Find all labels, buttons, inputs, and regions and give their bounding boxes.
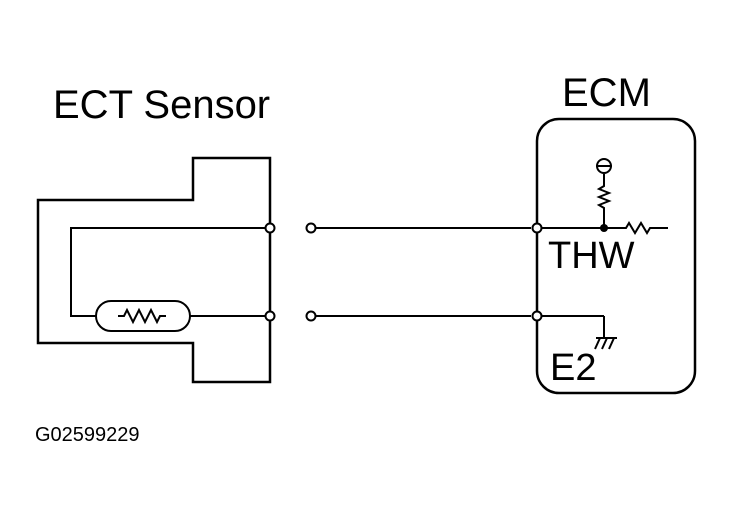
sensor-terminal-2: [264, 310, 276, 322]
sensor-title: ECT Sensor: [53, 83, 270, 127]
pin-label-thw: THW: [548, 235, 635, 277]
ecm-title: ECM: [562, 71, 651, 115]
ground-icon: [594, 337, 617, 350]
ecm-terminal-thw: [531, 222, 543, 234]
sensor-internal-wire-top: [70, 227, 270, 317]
connector-terminal-2: [305, 310, 317, 322]
pin-label-e2: E2: [550, 347, 596, 389]
sensor-terminal-1: [264, 222, 276, 234]
ecm-box: [535, 117, 697, 395]
thw-internal-resistor-icon: [620, 221, 668, 235]
sensor-housing: [36, 156, 272, 384]
thermistor-resistor-icon: [118, 307, 166, 325]
pullup-resistor-icon: [596, 174, 612, 212]
figure-code: G02599229: [35, 424, 140, 446]
ecm-terminal-e2: [531, 310, 543, 322]
thermistor-element: [95, 300, 191, 332]
connector-terminal-1: [305, 222, 317, 234]
